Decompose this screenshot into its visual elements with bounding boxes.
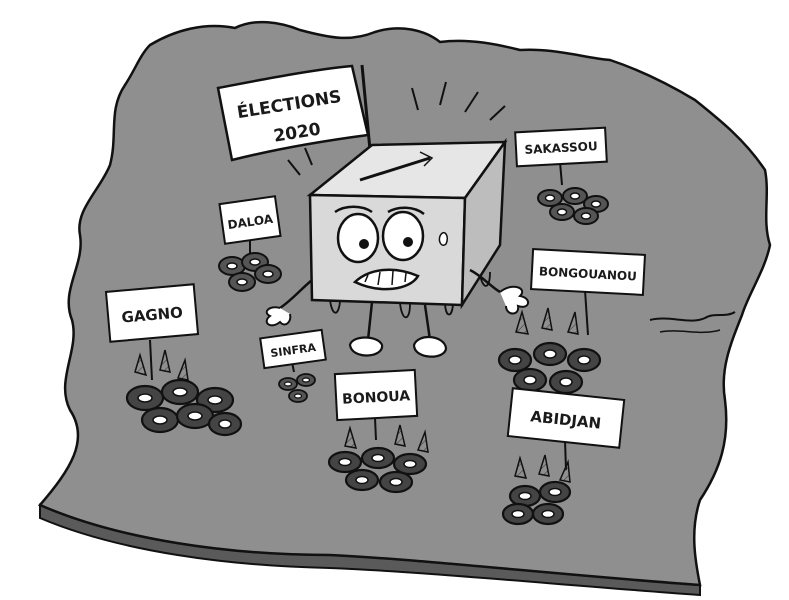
sign-sinfra: SINFRA: [259, 328, 327, 403]
sign-daloa: DALOA: [218, 195, 282, 292]
character-left-eye: [336, 212, 380, 264]
svg-text:SINFRA: SINFRA: [270, 341, 318, 360]
character-mouth: [352, 268, 420, 291]
svg-text:BONOUA: BONOUA: [342, 388, 411, 408]
sign-bonoua: BONOUA: [327, 368, 429, 494]
svg-text:GAGNO: GAGNO: [121, 303, 184, 326]
election-flag: [216, 64, 370, 162]
ballot-slot: [359, 156, 431, 182]
map-border-scribble: [649, 311, 736, 322]
svg-text:SAKASSOU: SAKASSOU: [524, 139, 598, 157]
ballot-box-character: [265, 137, 529, 358]
svg-text:DALOA: DALOA: [227, 212, 275, 232]
svg-text:BONGOUANOU: BONGOUANOU: [539, 264, 638, 283]
sign-abidjan: ABIDJAN: [501, 387, 626, 526]
sign-sakassou: SAKASSOU: [514, 126, 609, 225]
sign-gagno: GAGNO: [104, 283, 243, 437]
sign-bongouanou: BONGOUANOU: [497, 248, 647, 395]
stress-lines: [287, 81, 506, 176]
map-border-scribble: [659, 329, 721, 334]
character-right-eye: [381, 210, 425, 262]
